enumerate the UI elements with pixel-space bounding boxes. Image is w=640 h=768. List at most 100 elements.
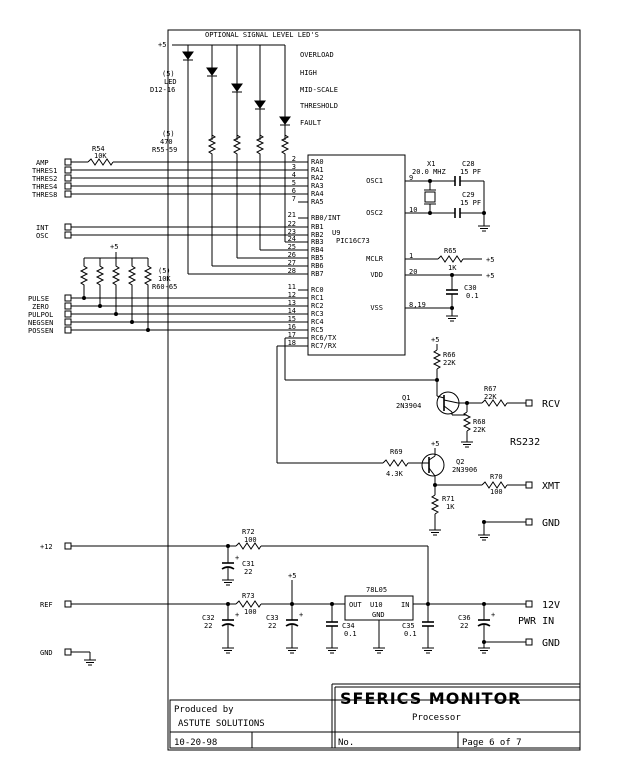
input-negsen-label: NEGSEN [28,319,53,327]
ground-icon [83,659,97,666]
terminal-icon [64,310,72,318]
mcu-pin-number: 14 [288,307,296,315]
mcu-pin-number: 23 [288,228,296,236]
r71-ref: R71 [442,495,455,503]
r73-ref: R73 [242,592,255,600]
mcu-pin-name: RA4 [311,190,324,198]
input-thres8-label: THRES8 [32,191,57,199]
terminal-icon [64,231,72,239]
c32-plus-icon: + [235,611,239,619]
mcu-pin-name: RB5 [311,254,324,262]
mcu-pin-name: RB1 [311,223,324,231]
c33-ref: C33 [266,614,279,622]
mcu-pin-number: 9 [409,174,413,182]
r65-ref: R65 [444,247,457,255]
resistor-r71-icon [430,494,440,515]
led-drops [182,45,291,274]
mcu-ref: U9 [332,229,340,237]
c33-plus-icon: + [299,611,303,619]
mcu-pin-name: RC4 [311,318,324,326]
resistor-r61-icon [95,258,105,306]
led-res-count: (5) [162,130,175,138]
rs232-label: RS232 [510,437,540,448]
input-amp-label: AMP [36,159,49,167]
resistor-r62-icon [111,258,121,314]
resistor-r55-icon [207,132,217,158]
power-section: +12 R72 100 + C31 22 REF R73 100 + C32 2… [40,528,560,666]
input-osc-label: OSC [36,232,49,240]
xmt-label: XMT [542,481,560,492]
mcu-pin-name: VSS [370,304,383,312]
resistor-r69-icon [382,459,409,467]
c34-val: 0.1 [344,630,357,638]
mcu-pin-number: 21 [288,211,296,219]
resistor-r56-icon [232,132,242,158]
r66-ref: R66 [443,351,456,359]
terminal-xmt-icon [525,481,533,489]
mcu-pin-number: 13 [288,299,296,307]
terminal-ref-icon [64,600,72,608]
led-section: OPTIONAL SIGNAL LEVEL LED'S +5 OVERLOAD … [150,31,338,275]
mcu-pin-number: 10 [409,206,417,214]
subtitle: Processor [412,713,461,723]
mcu-pin-name: RA0 [311,158,324,166]
terminal-rcv-icon [525,399,533,407]
terminal-12v-icon [525,600,533,608]
mcu-part: PIC16C73 [336,237,370,245]
mcu-pin-name: OSC1 [366,177,383,185]
led-diode-icon [231,83,243,92]
terminal-icon [64,326,72,334]
pwr-in-label: PWR IN [518,616,554,627]
r69-val: 4.3K [386,470,404,478]
reg-part: 78L05 [366,586,387,594]
ground-icon [372,647,386,654]
terminal-gnd-icon [525,518,533,526]
c32-ref: C32 [202,614,215,622]
terminal-icon [64,190,72,198]
mcu-pin-name: VDD [370,271,383,279]
r70-val: 100 [490,488,503,496]
ground-icon [428,529,442,536]
mcu-pin-number: 20 [409,268,417,276]
ground-icon [460,441,474,448]
r68-ref: R68 [473,418,486,426]
mcu-pin-name: RB4 [311,246,324,254]
title-block: SFERICS MONITOR Processor Produced by AS… [169,683,581,749]
reg-gnd: GND [372,611,385,619]
mcu-pin-name: RA1 [311,166,324,174]
c33-supply: +5 [288,572,296,580]
portb-inputs: INT OSC [36,223,298,240]
c30-val: 0.1 [466,292,479,300]
r68-val: 22K [473,426,486,434]
c28-ref: C28 [462,160,475,168]
mcu-pin-name: RB7 [311,270,324,278]
mcu-pin-name: RC7/RX [311,342,337,350]
resistor-r58-icon [280,132,290,158]
p12-label: +12 [40,543,53,551]
mcu-pin-number: 5 [292,179,296,187]
terminal-icon [64,166,72,174]
led-label-3: MID-SCALE [300,86,338,94]
mcu-pin-name: RC0 [311,286,324,294]
c29-val: 15 PF [460,199,481,207]
x1-val: 20.0 MHZ [412,168,446,176]
transistor-q2-icon [421,453,445,477]
ground-icon [445,315,459,322]
terminal-gnd-left-icon [64,648,72,656]
mcu-pin-name: RB2 [311,231,324,239]
r54-ref: R54 [92,145,105,153]
mcu-pin-number: 1 [409,252,413,260]
r72-ref: R72 [242,528,255,536]
r54-val: 10K [94,152,107,160]
resistor-r65-icon [437,255,464,263]
led-res-value: 470 [160,138,173,146]
r67-val: 22K [484,393,497,401]
v12-label: 12V [542,600,560,611]
ground-icon [221,647,235,654]
number-label: No. [338,738,354,748]
mcu-pin-number: 28 [288,267,296,275]
mcu-pin-number: 17 [288,331,296,339]
led-label-4: THRESHOLD [300,102,338,110]
mcu-pin-number: 26 [288,251,296,259]
